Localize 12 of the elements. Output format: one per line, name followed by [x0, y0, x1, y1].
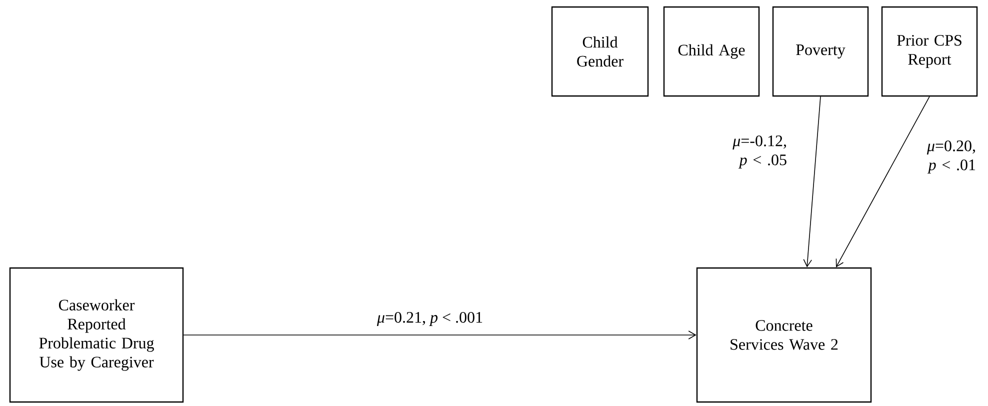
arrow	[836, 96, 930, 268]
edge-label: μ=0.21, p < .001	[376, 312, 482, 326]
arrow	[803, 96, 821, 268]
arrow	[183, 330, 696, 340]
variable-box: Concrete Services Wave 2	[696, 267, 872, 403]
variable-box: Poverty	[772, 6, 869, 97]
variable-box: Child Age	[663, 6, 760, 97]
variable-box: Caseworker Reported Problematic Drug Use by Caregiver	[9, 267, 184, 403]
variable-box: Prior CPS Report	[881, 6, 978, 97]
edge-label: μ=-0.12, p < .05	[732, 135, 786, 169]
variable-box: Child Gender	[551, 6, 649, 97]
edge-label: μ=0.20, p < .01	[926, 140, 976, 174]
